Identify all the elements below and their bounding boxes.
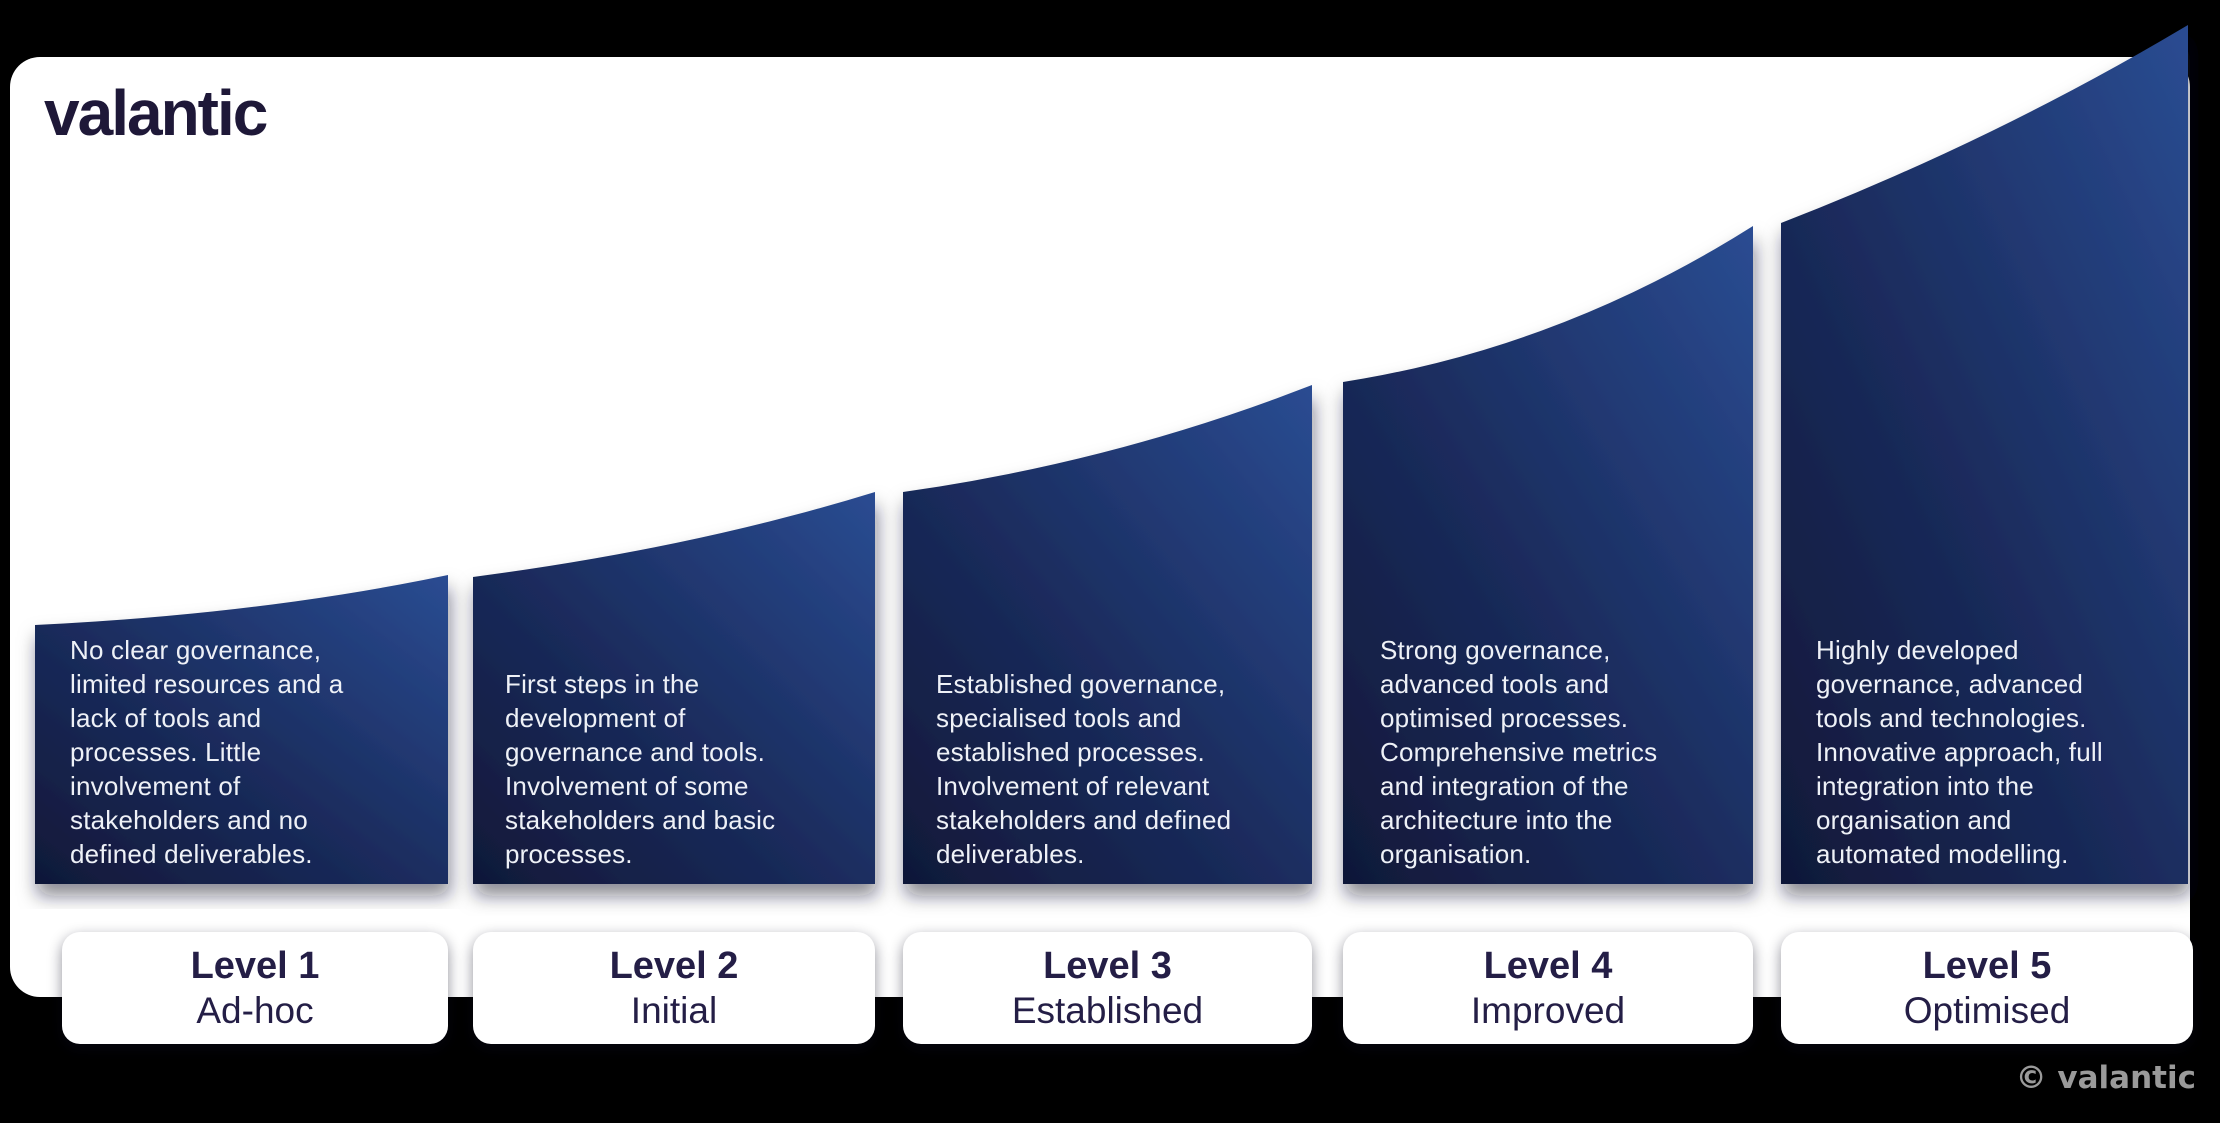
level-title: Level 4 (1483, 945, 1613, 987)
step-description-2: First steps in the development of govern… (505, 669, 776, 869)
level-card-2: Level 2 Initial (473, 932, 875, 1044)
step-description-4: Strong governance, advanced tools and op… (1380, 635, 1658, 869)
level-card-5: Level 5 Optimised (1781, 932, 2193, 1044)
level-title: Level 1 (190, 945, 320, 987)
maturity-step-shape-4 (1343, 226, 1753, 884)
step-description-1: No clear governance, limited resources a… (70, 635, 344, 869)
valantic-logo: valantic (44, 77, 268, 149)
level-title: Level 3 (1043, 945, 1172, 987)
maturity-step-shape-5 (1781, 25, 2188, 884)
level-card-3: Level 3 Established (903, 932, 1312, 1044)
step-description-5: Highly developed governance, advanced to… (1816, 635, 2103, 869)
level-subtitle: Ad-hoc (196, 990, 314, 1031)
level-subtitle: Optimised (1903, 990, 2071, 1031)
level-title: Level 5 (1922, 945, 2052, 987)
maturity-step-shape-1 (35, 575, 448, 884)
maturity-step-shape-2 (473, 492, 875, 884)
step-description-3: Established governance, specialised tool… (936, 669, 1232, 869)
level-title: Level 2 (609, 945, 739, 987)
level-card-1: Level 1 Ad-hoc (62, 932, 448, 1044)
level-card-4: Level 4 Improved (1343, 932, 1753, 1044)
level-subtitle: Improved (1470, 990, 1626, 1031)
maturity-step-shape-3 (903, 385, 1312, 884)
level-subtitle: Initial (630, 990, 718, 1031)
level-subtitle: Established (1011, 990, 1204, 1031)
copyright-notice: © valantic (2015, 1060, 2196, 1096)
